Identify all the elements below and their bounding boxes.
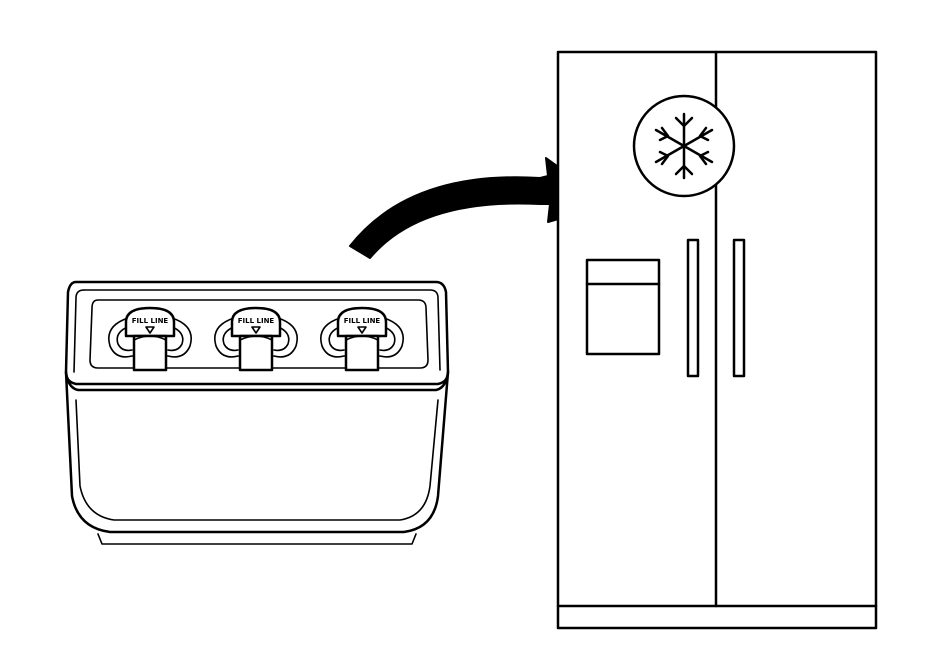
tray-cup: FILL LINE bbox=[108, 306, 192, 372]
fill-line-label: FILL LINE bbox=[238, 317, 275, 325]
tray-cup: FILL LINE bbox=[320, 306, 404, 372]
fridge-door-handle bbox=[732, 238, 746, 378]
snowflake-icon bbox=[632, 94, 736, 198]
dispenser-panel bbox=[585, 258, 661, 356]
freezer-door-handle bbox=[686, 238, 700, 378]
fill-arrow-icon bbox=[251, 326, 261, 334]
refrigerator bbox=[556, 50, 878, 630]
fill-line-label: FILL LINE bbox=[132, 317, 169, 325]
tray-cup: FILL LINE bbox=[214, 306, 298, 372]
fill-arrow-icon bbox=[357, 326, 367, 334]
fill-arrow-icon bbox=[145, 326, 155, 334]
fill-line-label: FILL LINE bbox=[344, 317, 381, 325]
tray-cups: FILL LINE FILL LINE FILL LINE bbox=[108, 306, 404, 372]
